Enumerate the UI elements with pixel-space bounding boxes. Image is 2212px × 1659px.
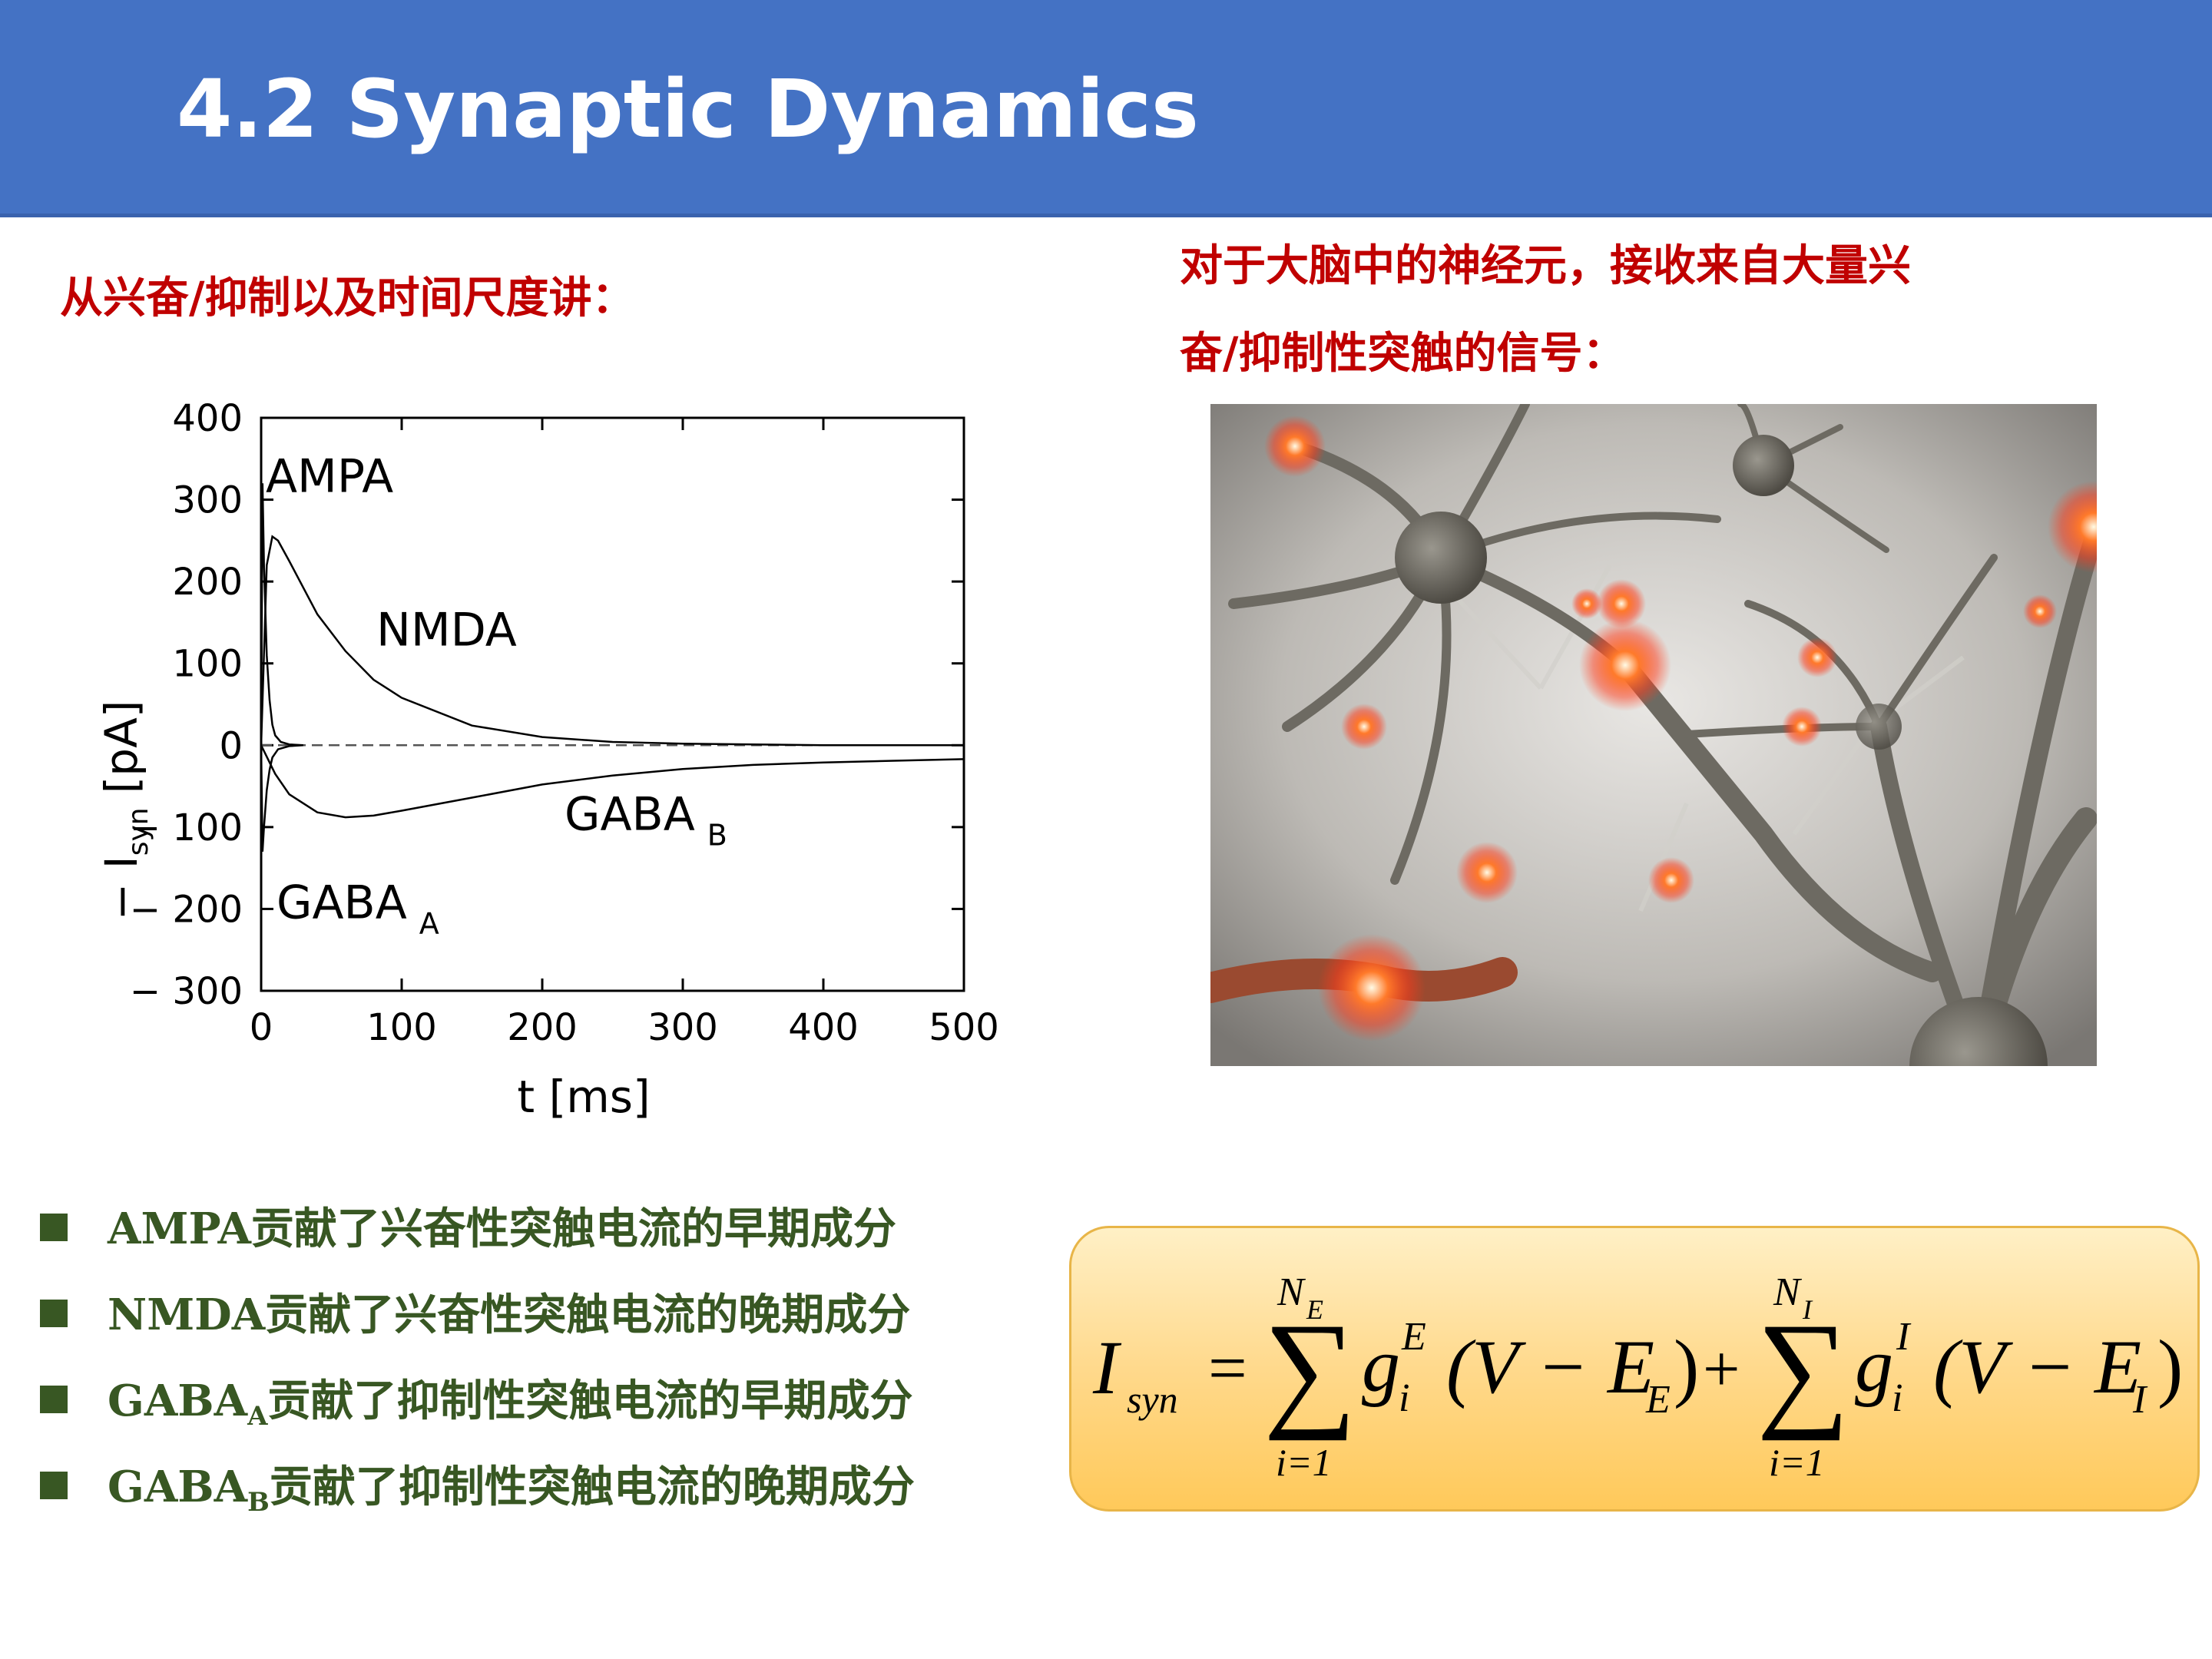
square-bullet-icon xyxy=(40,1214,68,1241)
sum1-lower: i=1 xyxy=(1276,1441,1332,1484)
y-tick-label: 400 xyxy=(172,397,243,440)
formula-lhs: I xyxy=(1092,1325,1122,1410)
g2-sub: i xyxy=(1892,1376,1902,1420)
square-bullet-icon xyxy=(40,1386,68,1413)
sum1-upper-sub: E xyxy=(1306,1294,1323,1325)
series-curves xyxy=(260,483,965,852)
formula-equals: = xyxy=(1208,1330,1247,1406)
g1-sup: E xyxy=(1401,1315,1426,1359)
receptor-name: GABA xyxy=(108,1462,248,1512)
g1-sub: i xyxy=(1399,1376,1409,1420)
x-tick-label: 0 xyxy=(250,1006,273,1049)
sigma-icon: ∑ xyxy=(1263,1296,1356,1441)
y-tick-label: − 300 xyxy=(130,970,243,1013)
list-item: AMPA贡献了兴奋性突触电流的早期成分 xyxy=(40,1198,1100,1284)
formula-plus: + xyxy=(1703,1332,1740,1406)
y-tick-label: 200 xyxy=(172,561,243,604)
receptor-name: AMPA xyxy=(108,1204,251,1254)
formula-g2: g xyxy=(1855,1323,1893,1408)
svg-text:− Isyn[pA]: − Isyn [pA] xyxy=(95,700,154,921)
sum1-upper: N xyxy=(1277,1270,1306,1314)
receptor-name: NMDA xyxy=(108,1290,266,1340)
bullet-text: 贡献了兴奋性突触电流的晚期成分 xyxy=(265,1290,911,1340)
x-tick-label: 100 xyxy=(366,1006,437,1049)
slide-title: 4.2 Synaptic Dynamics xyxy=(177,62,1199,156)
series-line xyxy=(260,744,303,852)
g2-sup: I xyxy=(1896,1315,1912,1359)
series-label: AMPA xyxy=(266,449,393,503)
bullet-text: 贡献了抑制性突触电流的晚期成分 xyxy=(269,1462,915,1512)
x-tick-label: 200 xyxy=(507,1006,578,1049)
list-item: GABAB贡献了抑制性突触电流的晚期成分 xyxy=(40,1456,1100,1542)
y-tick-label: 300 xyxy=(172,479,243,522)
series-label: NMDA xyxy=(376,603,517,657)
term2-close: ) xyxy=(2157,1324,2183,1409)
formula-lhs-sub: syn xyxy=(1127,1378,1178,1421)
term1: (V − E xyxy=(1446,1324,1654,1409)
square-bullet-icon xyxy=(40,1472,68,1499)
series-line xyxy=(260,483,303,747)
y-tick-label: − 200 xyxy=(130,888,243,931)
series-line xyxy=(260,744,965,819)
receptor-name: GABA xyxy=(108,1376,248,1426)
series-line xyxy=(260,535,964,747)
y-tick-label: − 100 xyxy=(130,806,243,849)
formula-g1: g xyxy=(1362,1323,1400,1408)
y-axis-label-prefix: − I xyxy=(95,856,147,920)
bullet-list: AMPA贡献了兴奋性突触电流的早期成分 NMDA贡献了兴奋性突触电流的晚期成分 … xyxy=(40,1198,1100,1542)
neuron-network-icon xyxy=(1195,399,2140,1135)
y-axis-label-unit: [pA] xyxy=(95,700,147,794)
y-tick-label: 100 xyxy=(172,643,243,686)
term1-sub: E xyxy=(1645,1378,1671,1422)
bullet-text: 贡献了抑制性突触电流的早期成分 xyxy=(267,1376,913,1426)
receptor-sub: B xyxy=(247,1487,270,1518)
x-axis-label: t [ms] xyxy=(517,1071,650,1123)
square-bullet-icon xyxy=(40,1300,68,1327)
bullet-text: 贡献了兴奋性突触电流的早期成分 xyxy=(250,1204,896,1254)
x-tick-label: 300 xyxy=(647,1006,718,1049)
neuron-network-image xyxy=(1195,399,2140,1135)
y-axis-label: − Isyn [pA] xyxy=(95,700,154,921)
synaptic-current-formula: I syn = ∑ N E i=1 g E i (V − E E ) + ∑ N… xyxy=(1069,1226,2200,1512)
term2-sub: I xyxy=(2132,1378,2148,1422)
y-tick-label: 0 xyxy=(219,724,243,767)
formula-svg: I syn = ∑ N E i=1 g E i (V − E E ) + ∑ N… xyxy=(1092,1270,2183,1484)
x-tick-label: 500 xyxy=(929,1006,999,1049)
sum2-lower: i=1 xyxy=(1769,1441,1825,1484)
list-item: NMDA贡献了兴奋性突触电流的晚期成分 xyxy=(40,1284,1100,1370)
left-heading: 从兴奋/抑制以及时间尺度讲： xyxy=(60,273,635,323)
receptor-sub: A xyxy=(247,1401,268,1432)
sum2-upper: N xyxy=(1773,1270,1803,1314)
sum2-upper-sub: I xyxy=(1802,1294,1813,1325)
list-item: GABAA贡献了抑制性突触电流的早期成分 xyxy=(40,1370,1100,1456)
term1-close: ) xyxy=(1674,1324,1699,1409)
right-heading-line2: 奋/抑制性突触的信号： xyxy=(1180,329,1626,379)
y-axis-label-sub: syn xyxy=(123,807,154,856)
x-tick-label: 400 xyxy=(788,1006,859,1049)
tick-labels: 0 100 200 300 400 500 400 300 200 100 0 − 100 − 200 −… xyxy=(130,397,999,1049)
right-heading-line1: 对于大脑中的神经元，接收来自大量兴 xyxy=(1180,241,1911,291)
term2: (V − E xyxy=(1933,1324,2141,1409)
title-bar: 4.2 Synaptic Dynamics xyxy=(0,0,2212,217)
sigma-icon: ∑ xyxy=(1757,1296,1849,1441)
